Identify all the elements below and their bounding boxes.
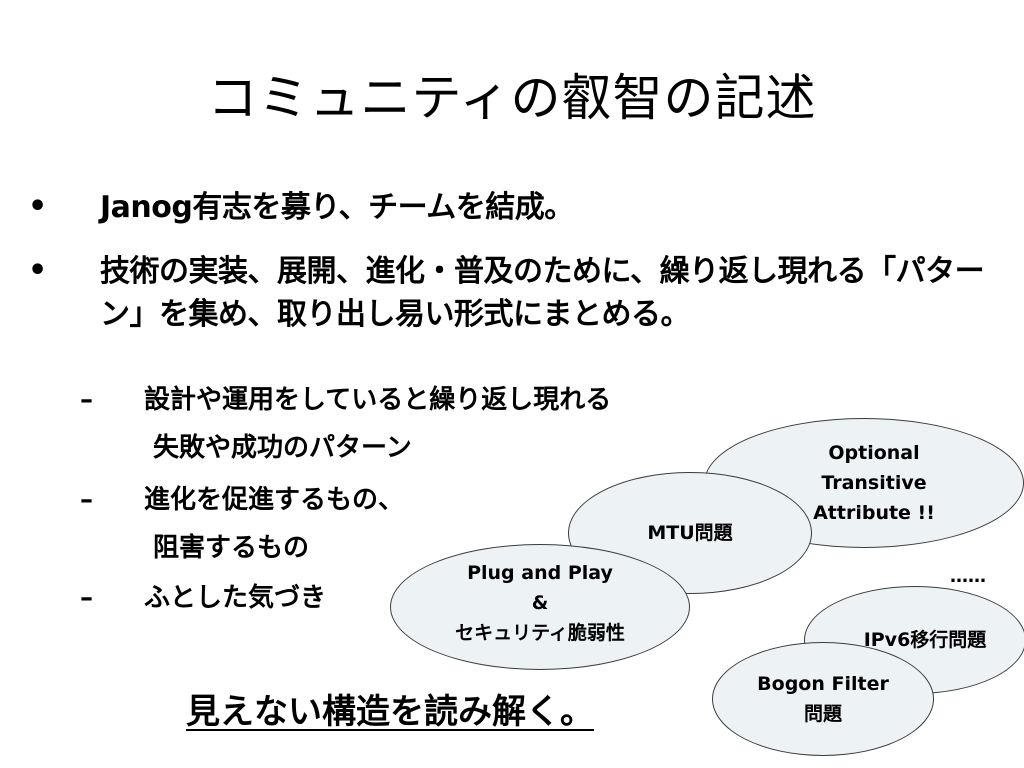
sub-bullet-text: ふとした気づき — [144, 583, 327, 613]
bullet-marker: • — [28, 189, 48, 224]
sub-bullet-text: 設計や運用をしていると繰り返し現れる 失敗や成功のパターン — [144, 385, 612, 463]
bubble-mtu: MTU問題 — [568, 472, 812, 594]
bubble-bogon-filter: Bogon Filter 問題 — [712, 642, 934, 756]
bubble-plug-and-play: Plug and Play & セキュリティ脆弱性 — [390, 544, 690, 670]
footer-tagline: 見えない構造を読み解く。 — [186, 692, 594, 732]
bullet-marker: • — [28, 253, 48, 288]
dash-marker: – — [80, 385, 93, 415]
bullet-text: Janog有志を募り、チームを結成。 — [100, 190, 574, 225]
bullet-text: 技術の実装、展開、進化・普及のために、繰り返し現れる「パターン」を集め、取り出し… — [100, 254, 985, 332]
sub-bullet-text: 進化を促進するもの、 阻害するもの — [144, 485, 405, 563]
slide-title: コミュニティの叡智の記述 — [207, 69, 817, 127]
dash-marker: – — [80, 583, 93, 613]
ellipsis-text: …… — [950, 566, 986, 587]
dash-marker: – — [80, 485, 93, 515]
